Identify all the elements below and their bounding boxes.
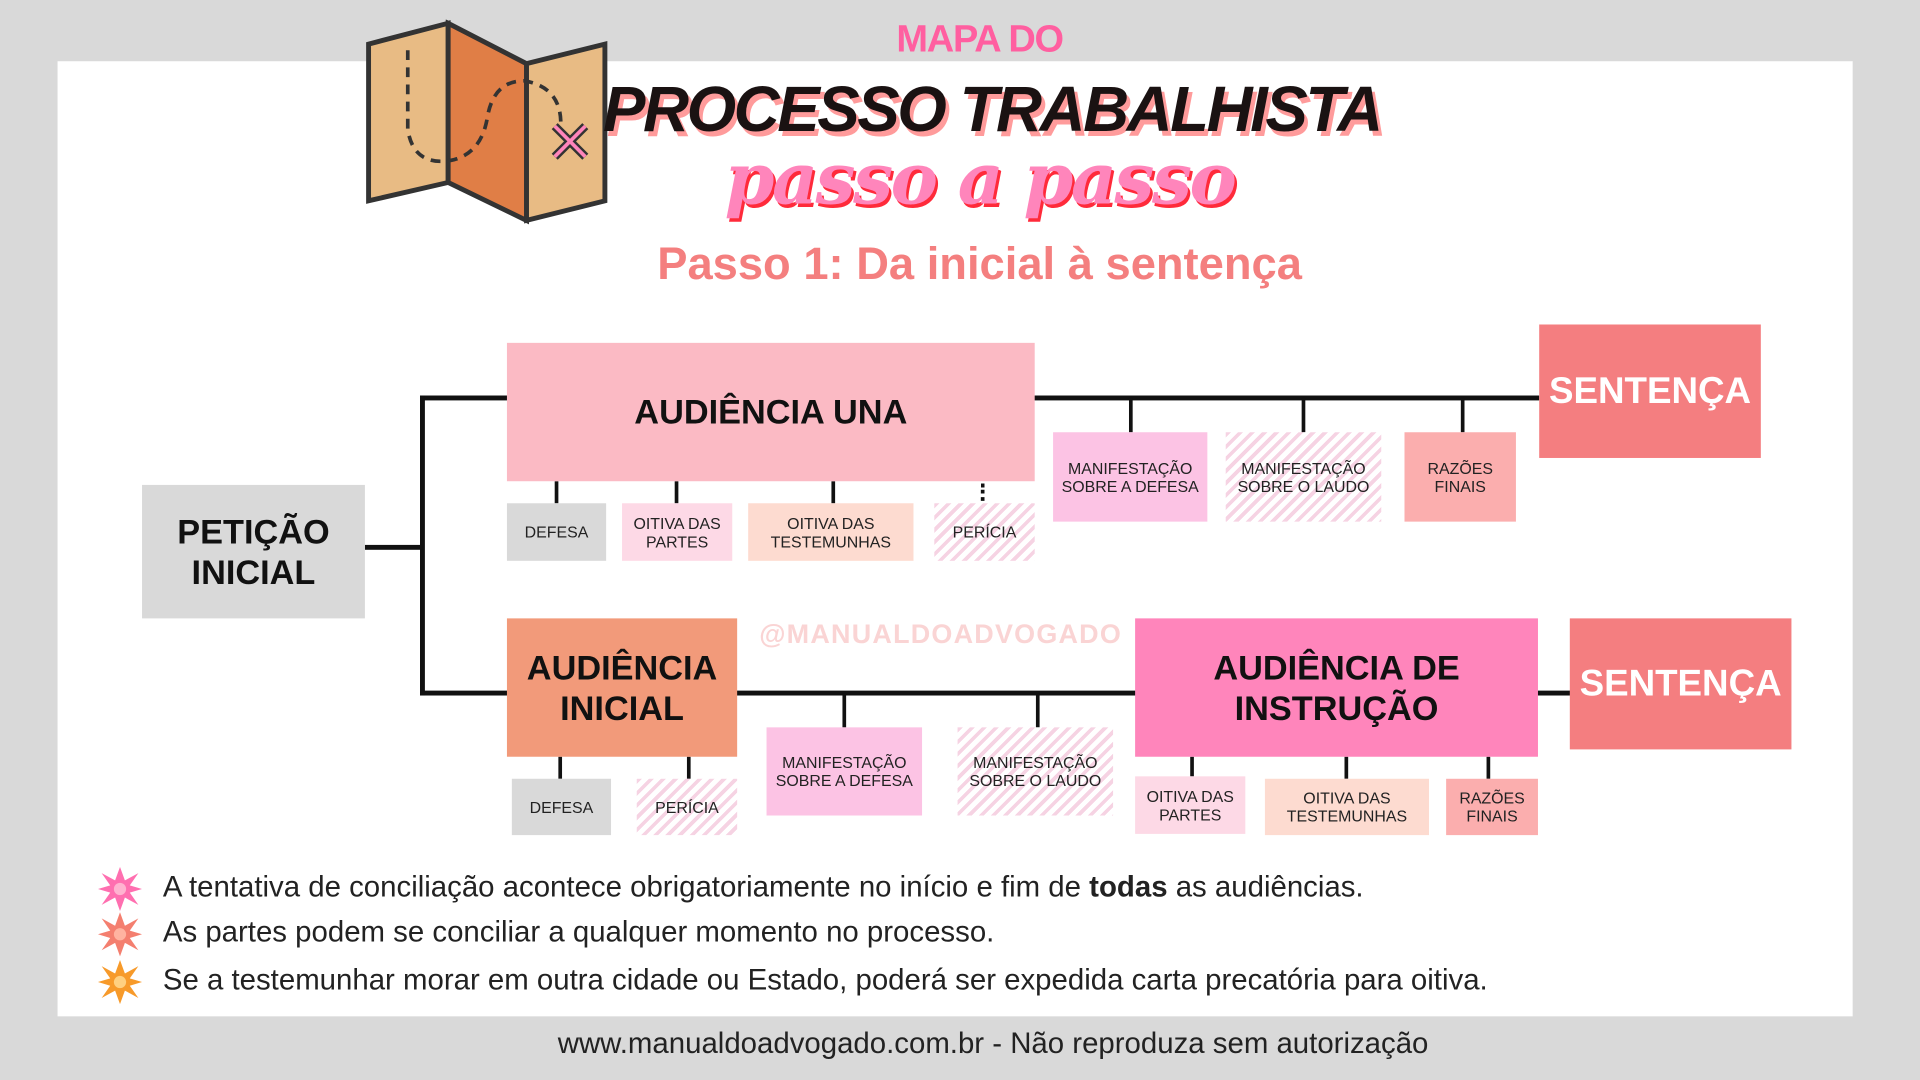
pericia-box: PERÍCIA bbox=[934, 503, 1035, 561]
manifestacao-laudo-box: MANIFESTAÇÃO SOBRE O LAUDO bbox=[957, 727, 1114, 816]
manifestacao-defesa-box: MANIFESTAÇÃO SOBRE A DEFESA bbox=[1053, 432, 1208, 522]
tick bbox=[1190, 756, 1194, 777]
audiencia-una-box: AUDIÊNCIA UNA bbox=[506, 342, 1035, 482]
note-emphasis: todas bbox=[1089, 870, 1168, 904]
tick bbox=[831, 481, 836, 504]
defesa-box: DEFESA bbox=[506, 503, 607, 561]
tick bbox=[554, 481, 559, 504]
footer: www.manualdoadvogado.com.br - Não reprod… bbox=[557, 1027, 1429, 1061]
note-testemunha: Se a testemunhar morar em outra cidade o… bbox=[162, 963, 1488, 997]
starburst-icon bbox=[97, 960, 143, 1005]
kicker: MAPA DO bbox=[896, 17, 1064, 61]
sentenca-box: SENTENÇA bbox=[1539, 324, 1761, 458]
starburst-icon bbox=[97, 866, 143, 912]
oitiva-testemunhas-box: OITIVA DAS TESTEMUNHAS bbox=[1264, 778, 1429, 836]
oitiva-partes-box: OITIVA DAS PARTES bbox=[622, 503, 733, 561]
branch-connector bbox=[420, 395, 425, 696]
starburst-icon bbox=[97, 912, 143, 957]
subtitle: passo a passo bbox=[724, 137, 1237, 221]
tick bbox=[842, 693, 847, 728]
peticao-inicial-box: PETIÇÃO INICIAL bbox=[142, 484, 365, 619]
pericia-box: PERÍCIA bbox=[636, 778, 738, 836]
tick bbox=[1486, 756, 1491, 779]
row2-connector bbox=[420, 690, 1572, 696]
tick bbox=[558, 756, 563, 779]
oitiva-partes-box: OITIVA DAS PARTES bbox=[1135, 776, 1246, 834]
razoes-finais-box: RAZÕES FINAIS bbox=[1446, 778, 1538, 836]
dotted-tick bbox=[980, 483, 988, 501]
watermark: @MANUALDOADVOGADO bbox=[759, 618, 1123, 649]
sentenca-box: SENTENÇA bbox=[1569, 618, 1792, 750]
tick bbox=[1035, 693, 1040, 728]
start-connector bbox=[364, 544, 423, 550]
razoes-finais-box: RAZÕES FINAIS bbox=[1404, 432, 1516, 522]
tick bbox=[1128, 397, 1133, 433]
note-conciliacao: A tentativa de conciliação acontece obri… bbox=[163, 871, 1364, 905]
note-text: as audiências. bbox=[1167, 870, 1364, 904]
tick bbox=[1301, 397, 1306, 433]
tick bbox=[686, 756, 691, 779]
audiencia-instrucao-box: AUDIÊNCIA DE INSTRUÇÃO bbox=[1135, 618, 1538, 757]
manifestacao-laudo-box: MANIFESTAÇÃO SOBRE O LAUDO bbox=[1225, 432, 1382, 522]
treasure-map-icon bbox=[366, 19, 608, 225]
note-partes: As partes podem se conciliar a qualquer … bbox=[162, 915, 995, 949]
tick bbox=[674, 481, 679, 504]
step-title: Passo 1: Da inicial à sentença bbox=[657, 238, 1302, 289]
defesa-box: DEFESA bbox=[511, 778, 612, 836]
tick bbox=[1460, 397, 1465, 433]
oitiva-testemunhas-box: OITIVA DAS TESTEMUNHAS bbox=[748, 503, 914, 561]
tick bbox=[1344, 756, 1349, 779]
note-text: A tentativa de conciliação acontece obri… bbox=[162, 870, 1090, 904]
manifestacao-defesa-box: MANIFESTAÇÃO SOBRE A DEFESA bbox=[766, 727, 923, 816]
audiencia-inicial-box: AUDIÊNCIA INICIAL bbox=[506, 618, 738, 757]
page-title: PROCESSO TRABALHISTA bbox=[603, 74, 1383, 146]
